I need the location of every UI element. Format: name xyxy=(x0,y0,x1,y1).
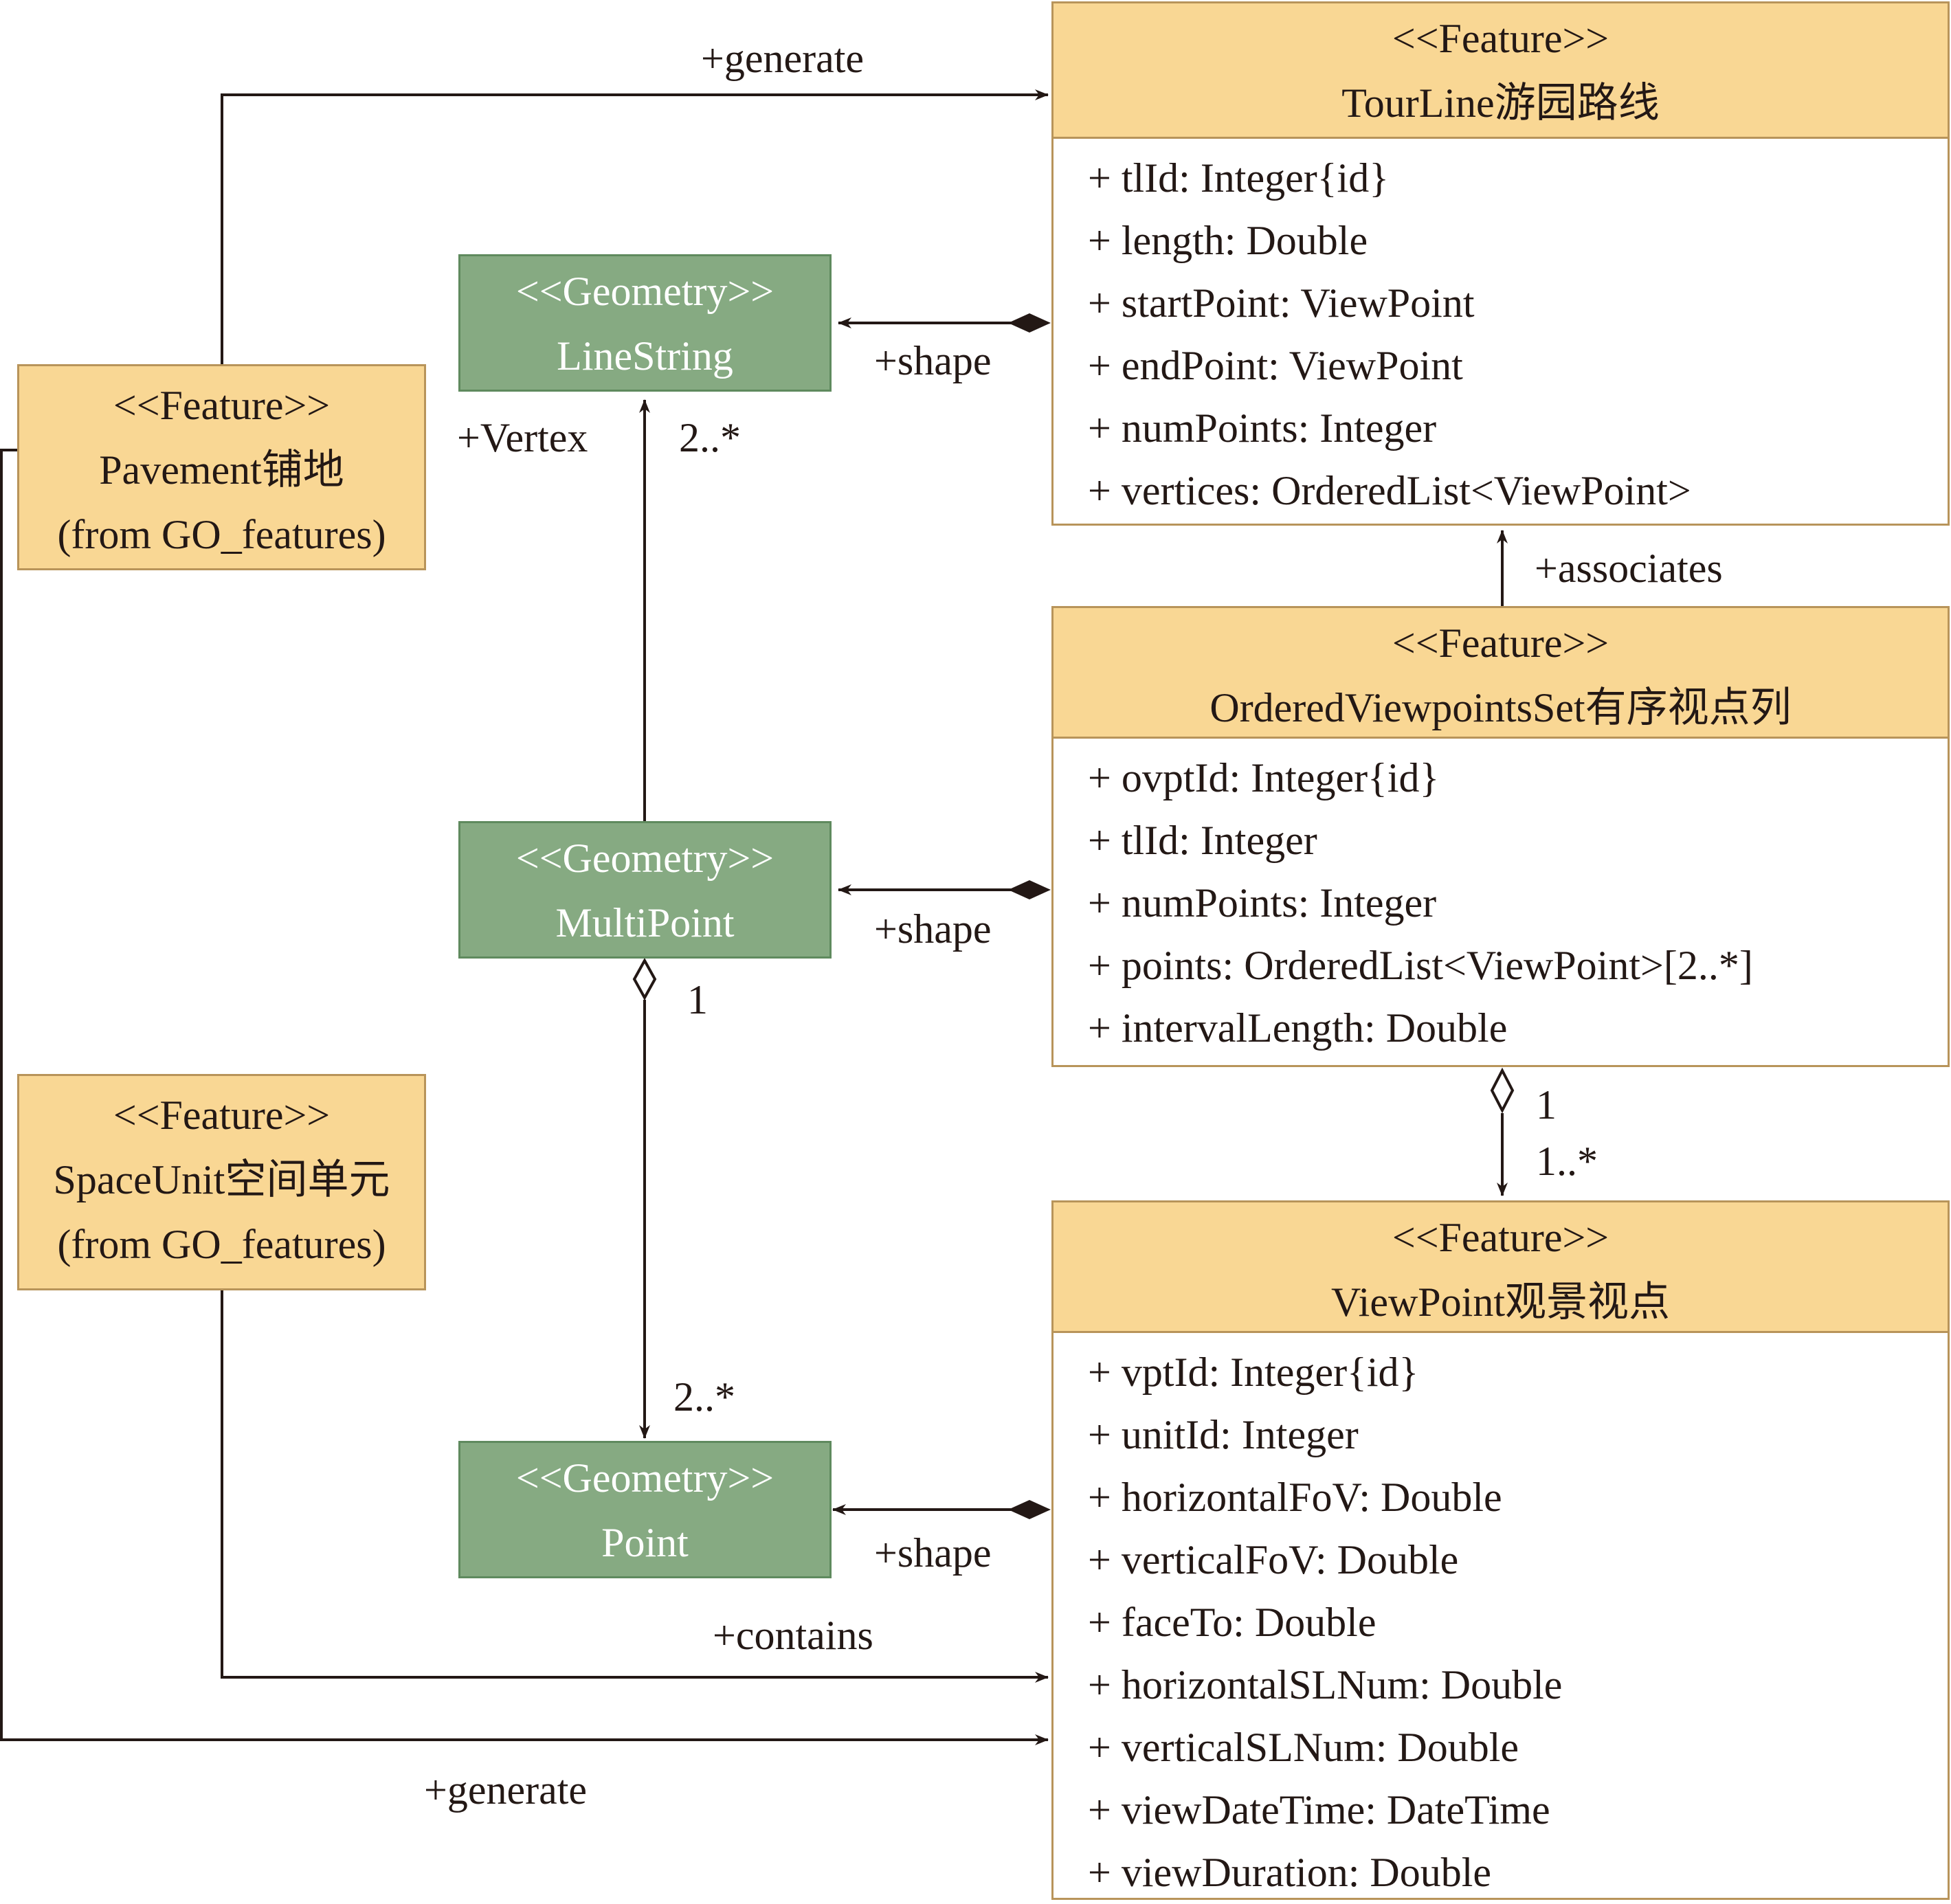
viewpoint-attribute: + verticalSLNum: Double xyxy=(1088,1725,1519,1770)
spaceunit-contains-viewpoint-label: +contains xyxy=(713,1613,873,1658)
spaceunit-stereotype: <<Feature>> xyxy=(113,1093,331,1138)
multipoint-stereotype: <<Geometry>> xyxy=(515,836,774,881)
tourline-stereotype: <<Feature>> xyxy=(1392,16,1609,61)
multipoint-class: <<Geometry>> MultiPoint xyxy=(458,821,832,959)
tourline-attribute-list: + tlId: Integer{id} + length: Double + sta… xyxy=(1051,139,1950,526)
spaceunit-contains-viewpoint-connector xyxy=(221,1290,1049,1683)
spaceunit-class-name: SpaceUnit空间单元 xyxy=(53,1157,390,1202)
viewpoint-attribute: + horizontalSLNum: Double xyxy=(1088,1662,1563,1707)
multipoint-class-name: MultiPoint xyxy=(555,900,735,945)
viewpoint-attribute: + viewDateTime: DateTime xyxy=(1088,1787,1550,1833)
viewpoint-attribute: + faceTo: Double xyxy=(1088,1600,1376,1645)
ordered-viewpoints-set-attribute-list: + ovptId: Integer{id} + tlId: Integer + nu… xyxy=(1051,739,1950,1067)
point-class-name: Point xyxy=(601,1520,689,1565)
ordered-viewpoints-set-attribute: + intervalLength: Double xyxy=(1088,1005,1508,1051)
tourline-shape-label: +shape xyxy=(874,338,992,383)
viewpoint-class-name: ViewPoint观景视点 xyxy=(1330,1279,1671,1325)
tourline-attribute: + startPoint: ViewPoint xyxy=(1088,280,1475,326)
pavement-generate-viewpoint-connector xyxy=(0,449,1049,1745)
ordered-viewpoints-set-class-name: OrderedViewpointsSet有序视点列 xyxy=(1209,685,1792,730)
vertex-role-label: +Vertex xyxy=(457,415,588,460)
viewpoint-shape-label: +shape xyxy=(874,1530,992,1576)
linestring-class: <<Geometry>> LineString xyxy=(458,254,832,392)
linestring-class-name: LineString xyxy=(557,333,733,379)
ovs-mult-target-label: 1..* xyxy=(1536,1139,1598,1184)
linestring-stereotype: <<Geometry>> xyxy=(515,269,774,314)
tourline-attribute: + length: Double xyxy=(1088,218,1368,263)
ovs-shape-label: +shape xyxy=(874,906,992,952)
tourline-composition-diamond xyxy=(1008,313,1051,333)
pavement-generate-viewpoint-label: +generate xyxy=(424,1767,588,1813)
point-class: <<Geometry>> Point xyxy=(458,1441,832,1578)
viewpoint-attribute: + vptId: Integer{id} xyxy=(1088,1349,1419,1395)
ordered-viewpoints-set-attribute: + ovptId: Integer{id} xyxy=(1088,755,1440,800)
ordered-viewpoints-set-attribute: + numPoints: Integer xyxy=(1088,880,1437,926)
tourline-attribute: + tlId: Integer{id} xyxy=(1088,155,1389,201)
multipoint-aggregation-diamond xyxy=(632,957,657,1001)
viewpoint-attribute-list: + vptId: Integer{id} + unitId: Integer + h… xyxy=(1051,1333,1950,1900)
tourline-attribute: + vertices: OrderedList<ViewPoint> xyxy=(1088,468,1691,513)
pavement-generate-tourline-connector xyxy=(221,89,1049,364)
tourline-class-name: TourLine游园路线 xyxy=(1341,80,1660,126)
tourline-attribute: + endPoint: ViewPoint xyxy=(1088,343,1463,388)
viewpoint-attribute: + viewDuration: Double xyxy=(1088,1850,1492,1895)
ordered-viewpoints-set-attribute: + tlId: Integer xyxy=(1088,818,1317,863)
ordered-viewpoints-set-class-header: <<Feature>> OrderedViewpointsSet有序视点列 xyxy=(1051,606,1950,739)
viewpoint-attribute: + horizontalFoV: Double xyxy=(1088,1475,1502,1520)
multipoint-mult-source-label: 1 xyxy=(687,977,708,1022)
ovs-aggregation-diamond xyxy=(1490,1067,1515,1114)
viewpoint-attribute: + verticalFoV: Double xyxy=(1088,1537,1459,1582)
pavement-stereotype: <<Feature>> xyxy=(113,383,331,428)
pavement-source: (from GO_features) xyxy=(57,512,386,557)
ovs-mult-source-label: 1 xyxy=(1536,1082,1557,1128)
ovs-composition-diamond xyxy=(1008,880,1051,899)
pavement-class: <<Feature>> Pavement铺地 (from GO_features… xyxy=(17,364,426,570)
vertex-multiplicity-label: 2..* xyxy=(679,415,741,460)
pavement-class-name: Pavement铺地 xyxy=(99,447,344,493)
point-stereotype: <<Geometry>> xyxy=(515,1455,774,1501)
spaceunit-source: (from GO_features) xyxy=(57,1222,386,1267)
multipoint-mult-target-label: 2..* xyxy=(673,1374,735,1420)
ordered-viewpoints-set-stereotype: <<Feature>> xyxy=(1392,620,1609,666)
spaceunit-class: <<Feature>> SpaceUnit空间单元 (from GO_featu… xyxy=(17,1074,426,1290)
viewpoint-class-header: <<Feature>> ViewPoint观景视点 xyxy=(1051,1200,1950,1333)
ovs-associates-tourline-label: +associates xyxy=(1535,546,1723,591)
viewpoint-attribute: + unitId: Integer xyxy=(1088,1412,1359,1457)
viewpoint-composition-diamond xyxy=(1008,1500,1051,1519)
tourline-attribute: + numPoints: Integer xyxy=(1088,405,1437,451)
tourline-class-header: <<Feature>> TourLine游园路线 xyxy=(1051,1,1950,139)
viewpoint-stereotype: <<Feature>> xyxy=(1392,1215,1609,1260)
ordered-viewpoints-set-attribute: + points: OrderedList<ViewPoint>[2..*] xyxy=(1088,943,1753,988)
pavement-generate-tourline-label: +generate xyxy=(701,36,865,81)
